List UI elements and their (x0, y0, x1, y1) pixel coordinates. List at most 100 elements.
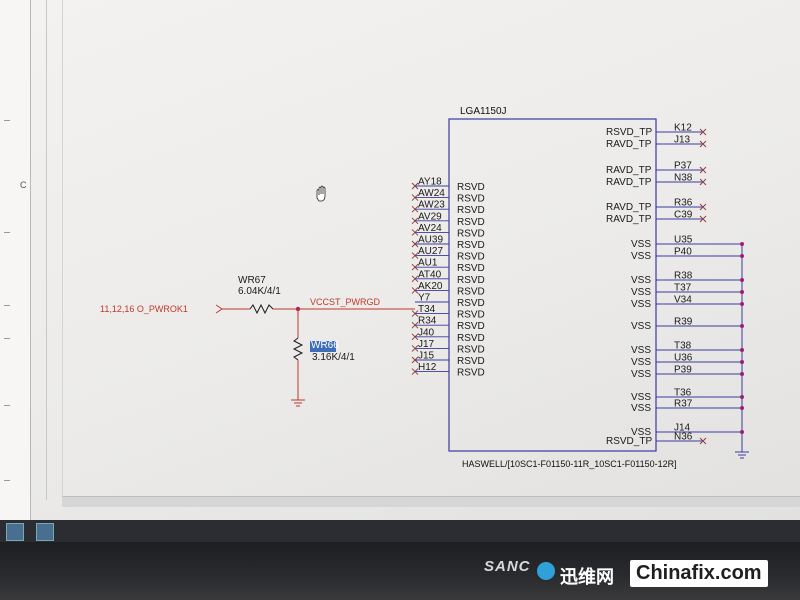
no-connect-icon (699, 215, 707, 223)
pin-number: U35 (674, 235, 693, 246)
pin-number: Y7 (418, 293, 431, 304)
pin-number: N38 (674, 173, 693, 184)
panel-tick (4, 405, 10, 406)
panel-letter: C (20, 180, 27, 190)
pin-number: T34 (418, 304, 436, 315)
right-pin[interactable]: VSS R39 (631, 317, 744, 333)
watermark-logo-icon (537, 562, 555, 580)
pin-name: RSVD (457, 368, 485, 379)
pin-number: AU1 (418, 258, 438, 269)
pin-number: AV24 (418, 223, 442, 234)
schematic-viewer-screen (0, 0, 800, 520)
schematic-canvas[interactable]: LGA1150J HASWELL/[10SC1-F01150-11R_10SC1… (0, 0, 800, 520)
pin-name: RSVD (457, 321, 485, 332)
pin-number: AW24 (418, 188, 445, 199)
wr66-value: 3.16K/4/1 (312, 352, 355, 363)
net-label-vccst-pwrgd[interactable]: VCCST_PWRGD (310, 297, 381, 307)
pin-name: RSVD (457, 286, 485, 297)
no-connect-icon (411, 333, 419, 341)
pin-name: VSS (631, 403, 651, 414)
ground-symbol-vss (735, 451, 749, 459)
pin-number: C39 (674, 210, 693, 221)
canvas-border (46, 0, 47, 500)
pin-name: RSVD (457, 356, 485, 367)
pin-name: VSS (631, 392, 651, 403)
left-side-panel (0, 0, 31, 520)
pin-name: VSS (631, 275, 651, 286)
pin-name: RAVD_TP (606, 202, 652, 213)
pin-name: VSS (631, 357, 651, 368)
no-connect-icon (699, 128, 707, 136)
pin-number: U36 (674, 353, 693, 364)
pin-name: RSVD (457, 333, 485, 344)
wr66-ref: WR66 (311, 340, 339, 351)
no-connect-icon (411, 182, 419, 190)
wr67-ref: WR67 (238, 275, 266, 286)
no-connect-icon (411, 229, 419, 236)
pin-number: J13 (674, 135, 691, 146)
no-connect-icon (411, 205, 419, 213)
pin-name: VSS (631, 321, 651, 332)
horizontal-scrollbar[interactable] (62, 496, 800, 507)
taskbar (0, 520, 800, 542)
pin-name: RSVD (457, 240, 485, 251)
taskbar-app-icon[interactable] (6, 523, 24, 541)
pin-name: RSVD (457, 344, 485, 355)
watermark-cn: 迅维网 (560, 567, 614, 587)
pin-number: V34 (674, 295, 692, 306)
panel-tick (4, 338, 10, 339)
no-connect-icon (411, 252, 419, 259)
offpage-connector (215, 304, 223, 314)
pin-number: AW23 (418, 200, 445, 211)
no-connect-icon (411, 263, 419, 271)
panel-tick (4, 120, 10, 121)
no-connect-icon (699, 166, 707, 174)
taskbar-app-icon[interactable] (36, 523, 54, 541)
resistor-wr66[interactable] (292, 337, 304, 361)
pin-number: J14 (674, 423, 691, 434)
pin-name: VSS (631, 427, 651, 438)
pin-number: AK20 (418, 281, 443, 292)
pin-number: R34 (418, 316, 437, 327)
no-connect-icon (699, 437, 707, 445)
pin-name: RSVD (457, 263, 485, 274)
no-connect-icon (411, 275, 419, 283)
pin-number: H12 (418, 362, 437, 373)
right-pin[interactable]: RAVD_TP R36 (606, 198, 707, 214)
pin-name: VSS (631, 287, 651, 298)
no-connect-icon (411, 287, 419, 294)
pin-name: RAVD_TP (606, 165, 652, 176)
net-label-pwrok[interactable]: 11,12,16 O_PWROK1 (100, 304, 188, 314)
pin-number: R36 (674, 198, 693, 209)
pin-number: R38 (674, 271, 693, 282)
left-pin[interactable]: AK20 RSVD (411, 281, 485, 298)
left-pin[interactable]: AU1 RSVD (411, 258, 485, 275)
wr66-selection-highlight[interactable]: WR66 (310, 340, 339, 352)
left-pin[interactable]: R34 RSVD (411, 316, 485, 333)
pin-name: RSVD (457, 217, 485, 228)
resistor-wr67[interactable] (249, 303, 274, 315)
pin-name: RSVD_TP (606, 436, 652, 447)
pin-number: R39 (674, 317, 693, 328)
